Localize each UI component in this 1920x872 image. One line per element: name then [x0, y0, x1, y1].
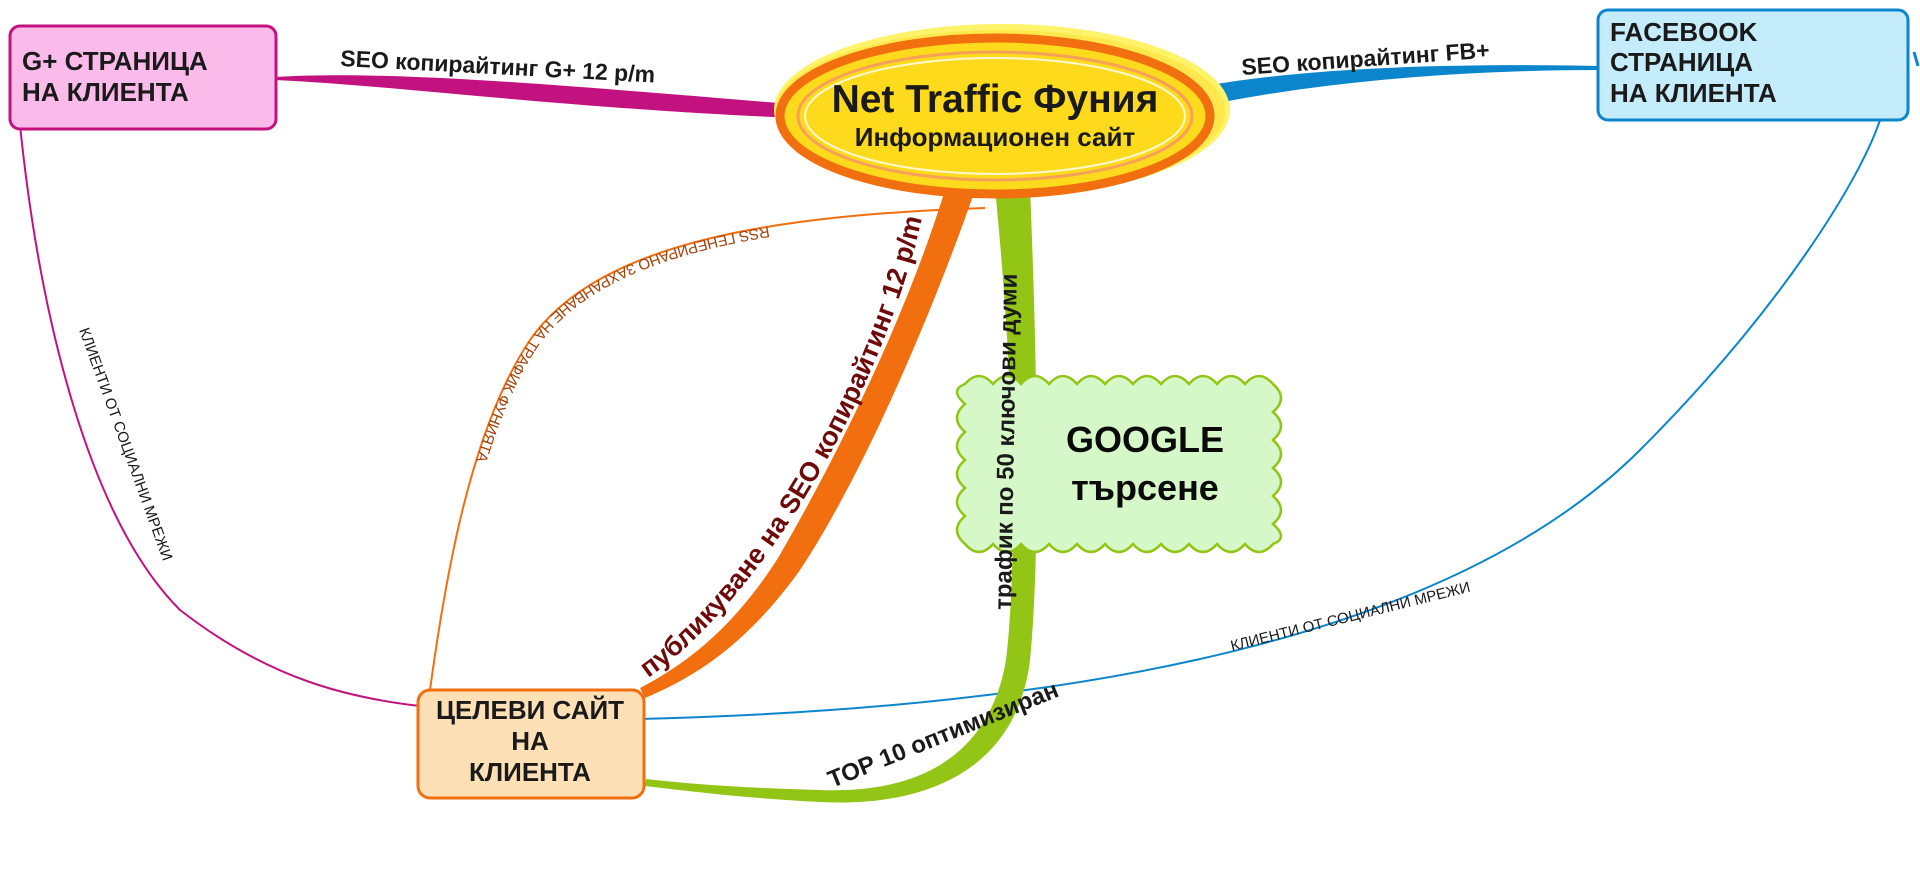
connector-google-traffic [645, 188, 1037, 803]
facebook-page-line3: НА КЛИЕНТА [1610, 78, 1777, 108]
label-publishing: публикуване на SEO копирайтинг 12 p/m [634, 212, 928, 683]
center-node-inner-ring [796, 50, 1194, 182]
center-node-highlight [804, 57, 1186, 175]
label-social-right: КЛИЕНТИ ОТ СОЦИАЛНИ МРЕЖИ [1229, 579, 1472, 655]
google-search-line1: GOOGLE [1066, 419, 1224, 460]
connector-gplus-center [275, 75, 795, 118]
target-site-box [416, 688, 646, 800]
target-site-node[interactable]: ЦЕЛЕВИ САЙТ НА КЛИЕНТА [416, 688, 646, 800]
gplus-page-line1: G+ СТРАНИЦА [22, 46, 208, 76]
connector-gplus-site [19, 124, 421, 707]
facebook-page-node[interactable]: FACEBOOK СТРАНИЦА НА КЛИЕНТА [1596, 8, 1910, 122]
connector-facebook-center [1210, 65, 1600, 104]
google-search-cloud [955, 374, 1283, 554]
label-social-left: КЛИЕНТИ ОТ СОЦИАЛНИ МРЕЖИ [75, 326, 175, 563]
target-site-line2: НА [511, 726, 549, 756]
connector-rss [429, 207, 986, 691]
google-search-node[interactable]: GOOGLE търсене [955, 374, 1283, 554]
gplus-page-node[interactable]: G+ СТРАНИЦА НА КЛИЕНТА [8, 24, 278, 131]
target-site-line3: КЛИЕНТА [469, 757, 591, 787]
center-node[interactable]: Net Traffic Фуния Информационен сайт [774, 24, 1230, 199]
target-site-line1: ЦЕЛЕВИ САЙТ [436, 695, 624, 725]
label-top10-traffic-keywords: трафик по 50 ключови думи [990, 273, 1023, 610]
connector-publishing [640, 190, 975, 698]
connector-facebook-site [639, 119, 1881, 720]
label-rss: RSS ГЕНЕРИРАНО ЗАХРАНВАНЕ НА ТРАФИК ФУНИ… [472, 223, 770, 465]
center-node-body [775, 33, 1215, 199]
gplus-page-box [8, 24, 278, 131]
google-search-line2: търсене [1071, 467, 1219, 508]
facebook-page-box [1596, 8, 1910, 122]
facebook-page-line1: FACEBOOK [1610, 17, 1758, 47]
center-node-subtitle: Информационен сайт [855, 122, 1136, 152]
gplus-page-line2: НА КЛИЕНТА [22, 77, 189, 107]
connector-facebook-tail [1912, 51, 1920, 67]
facebook-page-line2: СТРАНИЦА [1610, 47, 1753, 77]
center-node-title: Net Traffic Фуния [832, 78, 1159, 121]
